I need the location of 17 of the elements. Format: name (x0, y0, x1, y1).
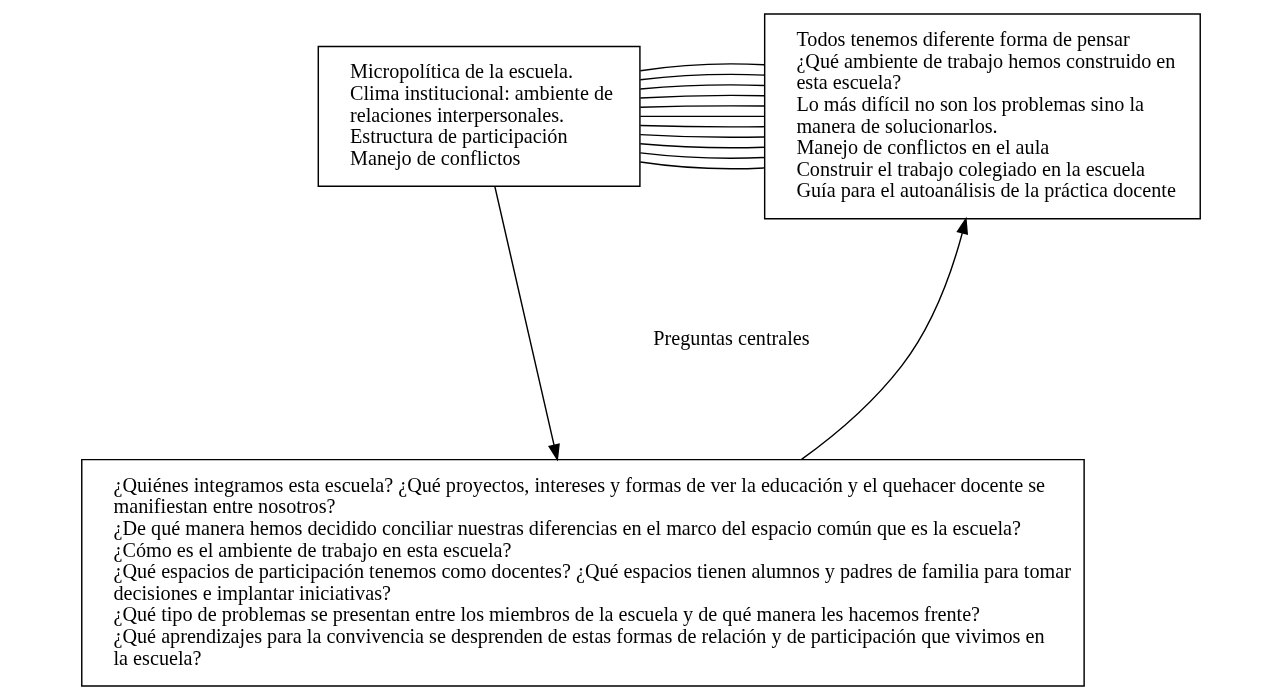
connector (639, 143, 766, 149)
connector (639, 84, 766, 90)
connector (639, 63, 766, 72)
connector (639, 94, 766, 99)
node-box: Todos tenemos diferente forma de pensar ¿Qué ambiente de trabajo hemos construido en esta escuela? Lo más difícil no son los problemas sino la manera de solucionarlos. Manejo de conflictos en el aula Construir el trabajo colegiado en la escuela Guía para el autoanálisis de la práctica docente (763, 13, 1201, 220)
connector (639, 133, 766, 139)
node-box: Micropolítica de la escuela. Clima institucional: ambiente de relaciones interpersonales. Estructura de participación Manejo de conflictos (317, 45, 641, 188)
arrow (494, 185, 560, 462)
connector (639, 152, 766, 160)
arrow (800, 216, 969, 461)
connector (639, 161, 766, 170)
connector (639, 105, 766, 108)
label: Preguntas centrales (653, 326, 810, 349)
connector (639, 73, 766, 81)
connector (639, 115, 766, 118)
node-box: ¿Quiénes integramos esta escuela? ¿Qué proyectos, intereses y formas de ver la educación y el quehacer docente se manifiestan entre nosotros? ¿De qué manera hemos decidido conciliar nuestras diferencias en el marco del espacio común que es la escuela? ¿Cómo es el ambiente de trabajo en esta escuela? ¿Qué espacios de participación tenemos como docentes? ¿Qué espacios tienen alumnos y padres de familia para tomar decisiones e implantar iniciativas? ¿Qué tipo de problemas se presentan entre los miembros de la escuela y de qué manera les hacemos frente? ¿Qué aprendizajes para la convivencia se desprenden de estas formas de relación y de participación que vivimos en la escuela? (81, 458, 1085, 687)
connector (639, 124, 766, 128)
